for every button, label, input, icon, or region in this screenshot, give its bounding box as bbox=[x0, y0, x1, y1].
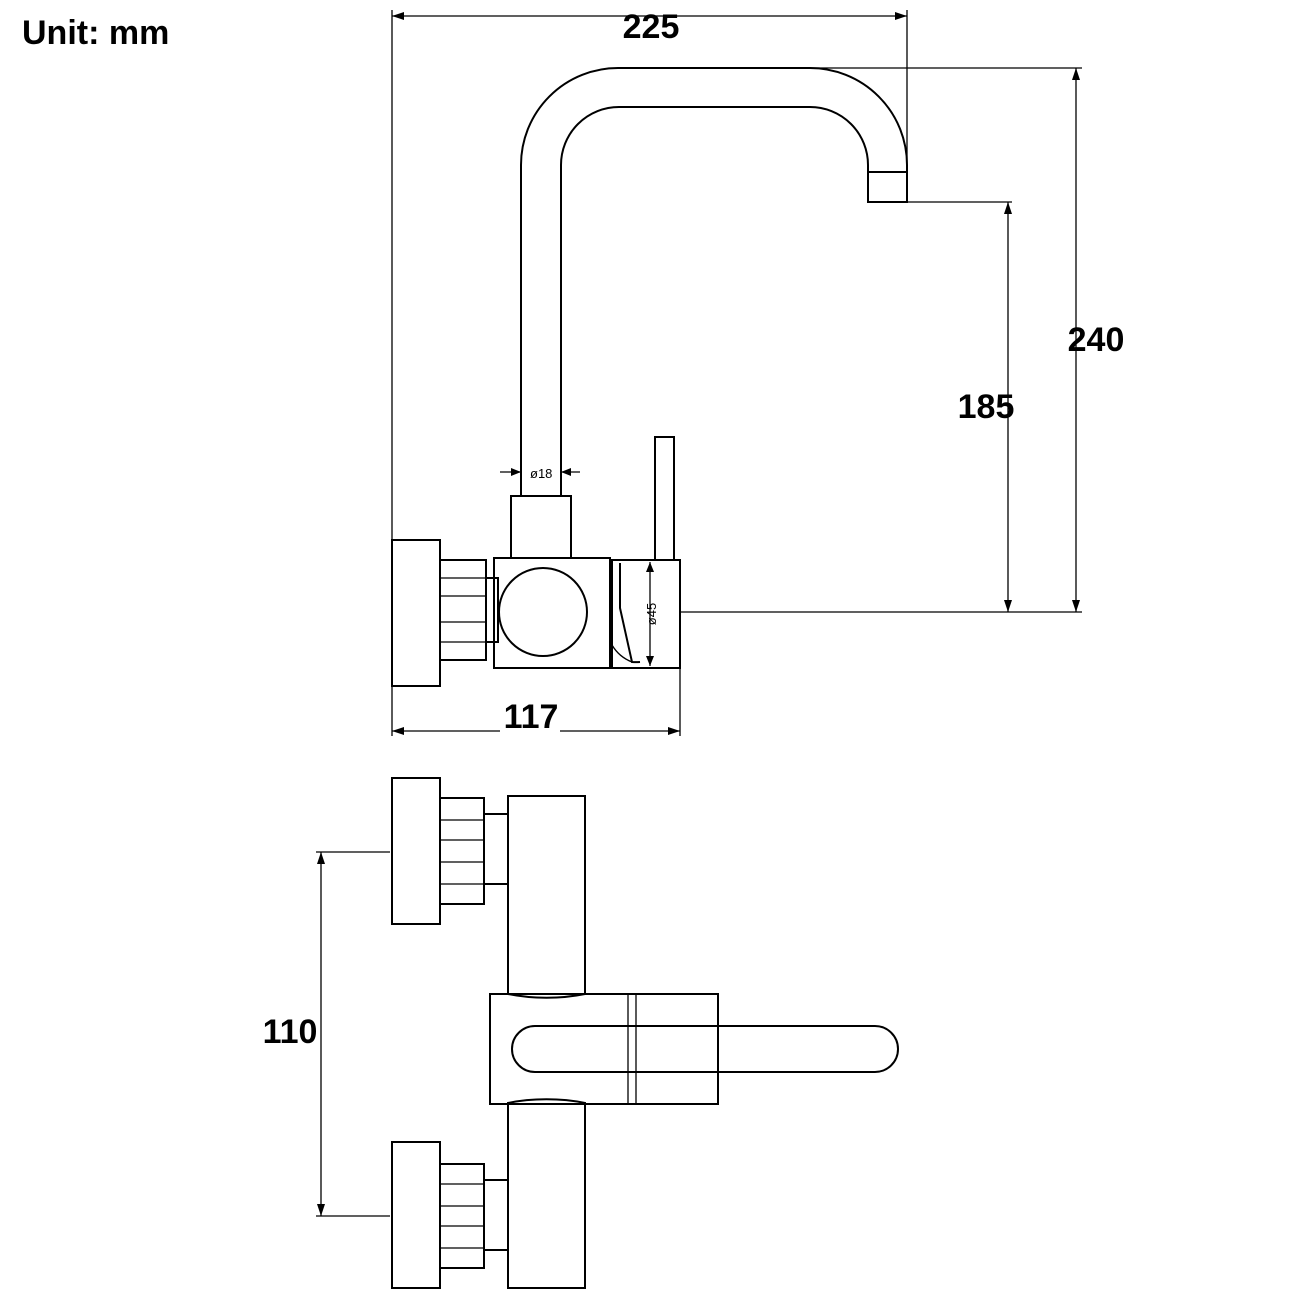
body-circle bbox=[498, 567, 588, 657]
pipe-diameter-label: ø18 bbox=[530, 466, 552, 481]
lever-handle bbox=[654, 436, 675, 561]
side-view: ø18 ø45 225 240 185 117 bbox=[391, 8, 1125, 736]
aerator bbox=[867, 171, 908, 203]
unit-label: Unit: mm bbox=[22, 14, 170, 52]
lower-collar bbox=[483, 1179, 509, 1251]
spout-outer-line bbox=[520, 67, 908, 496]
spout-base bbox=[510, 495, 572, 559]
upper-pipe bbox=[507, 795, 586, 999]
lever-cartridge bbox=[611, 559, 681, 669]
body-diameter-label: ø45 bbox=[644, 603, 659, 625]
wall-mount-plate bbox=[391, 539, 441, 687]
upper-wall-plate bbox=[391, 777, 441, 925]
top-lever-handle bbox=[511, 1025, 899, 1073]
dim-inlet-spacing-110: 110 bbox=[263, 1013, 318, 1051]
dim-height-185: 185 bbox=[958, 388, 1015, 426]
cartridge-curve bbox=[619, 563, 641, 664]
top-mixer-body bbox=[489, 993, 719, 1105]
dim-width-225: 225 bbox=[623, 8, 680, 46]
mixer-body bbox=[493, 557, 611, 669]
connection-nut bbox=[439, 559, 487, 661]
upper-nut bbox=[439, 797, 485, 905]
top-view: 110 bbox=[263, 777, 899, 1289]
nut-collar bbox=[485, 577, 499, 643]
upper-collar bbox=[483, 813, 509, 885]
lower-nut bbox=[439, 1163, 485, 1269]
spout-inner-line bbox=[560, 106, 869, 496]
dim-width-117: 117 bbox=[504, 698, 559, 736]
lower-wall-plate bbox=[391, 1141, 441, 1289]
lower-pipe bbox=[507, 1098, 586, 1289]
dim-height-240: 240 bbox=[1068, 321, 1125, 359]
